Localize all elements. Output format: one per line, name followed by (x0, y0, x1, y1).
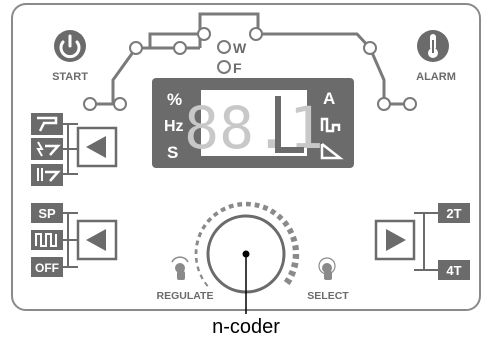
encoder-caption: n-coder (212, 316, 280, 338)
left-arrow-icon (86, 229, 106, 251)
knob-scale-tick (199, 274, 204, 280)
power-icon (59, 34, 81, 59)
knob-scale-tick (269, 208, 277, 216)
knob-scale-tick (288, 269, 297, 277)
w-indicator-label: W (233, 40, 247, 56)
off-label: OFF (35, 261, 59, 275)
knob-scale-tick (201, 223, 207, 230)
alarm-indicator: ALARM (416, 30, 456, 83)
2t-label: 2T (446, 206, 461, 221)
pulse-select-group: SP OFF (31, 203, 118, 277)
2t-option[interactable]: 2T (438, 203, 470, 223)
hf-tig-icon[interactable] (31, 164, 63, 186)
f-indicator-led (217, 60, 231, 74)
rotate-hand-icon (171, 256, 189, 280)
pulse-waveform-icon (320, 117, 341, 133)
knob-scale-tick (197, 231, 203, 238)
lift-tig-icon[interactable] (31, 138, 63, 160)
trigger-select-group: 2T 4T (374, 203, 470, 280)
unit-seconds: S (167, 143, 178, 162)
trigger-right-button[interactable] (374, 219, 416, 261)
knob-scale-tick (262, 204, 269, 212)
knob-scale-tick (282, 220, 290, 228)
knob-scale-tick (194, 257, 199, 263)
knob-scale-tick (206, 217, 213, 224)
knob-scale-tick (203, 281, 209, 287)
power-button[interactable]: START (52, 30, 88, 83)
alarm-label: ALARM (416, 71, 456, 83)
4t-option[interactable]: 4T (438, 260, 470, 280)
knob-scale-tick (283, 277, 293, 286)
knob-scale-tick (292, 244, 299, 251)
unit-hz: Hz (164, 118, 184, 135)
pulse-wave-icon (35, 233, 57, 247)
f-indicator-label: F (233, 60, 242, 76)
wiring-nodes (83, 27, 417, 111)
thermometer-icon (428, 34, 438, 58)
off-option[interactable]: OFF (31, 257, 63, 277)
press-hand-icon (318, 257, 336, 280)
knob-scale-tick (228, 203, 235, 209)
right-arrow-icon (386, 229, 406, 251)
select-label: SELECT (307, 290, 349, 302)
knob-scale-tick (196, 266, 201, 272)
start-label: START (52, 71, 88, 83)
mode-indicators: W F (217, 40, 247, 76)
4t-label: 4T (446, 263, 461, 278)
knob-scale-ticks (194, 201, 300, 287)
knob-scale-tick (219, 206, 227, 213)
lit-digit-segments (275, 96, 304, 153)
torch-icon[interactable] (31, 113, 63, 135)
process-select-group (31, 113, 118, 186)
sp-option[interactable]: SP (31, 203, 63, 223)
left-arrow-icon (86, 136, 106, 158)
unit-amps: A (323, 89, 335, 108)
w-indicator-led (217, 40, 231, 54)
pulse-left-button[interactable] (76, 219, 118, 261)
knob-scale-tick (195, 240, 200, 246)
pulse-option[interactable] (31, 230, 63, 250)
digit-window (201, 90, 307, 156)
knob-scale-tick (236, 201, 243, 207)
display-panel: % Hz S A 88.1 (152, 78, 354, 168)
knob-scale-tick (290, 262, 299, 269)
unit-percent: % (167, 90, 182, 109)
process-left-button[interactable] (76, 126, 118, 168)
regulate-label: REGULATE (157, 290, 214, 302)
knob-scale-tick (254, 202, 261, 209)
knob-scale-tick (290, 235, 298, 243)
knob-scale-tick (212, 211, 219, 218)
knob-scale-tick (286, 227, 295, 235)
knob-scale-tick (276, 213, 284, 221)
encoder-knob-group: REGULATE SELECT (157, 201, 349, 314)
slope-icon (320, 143, 344, 160)
sp-label: SP (38, 206, 56, 221)
